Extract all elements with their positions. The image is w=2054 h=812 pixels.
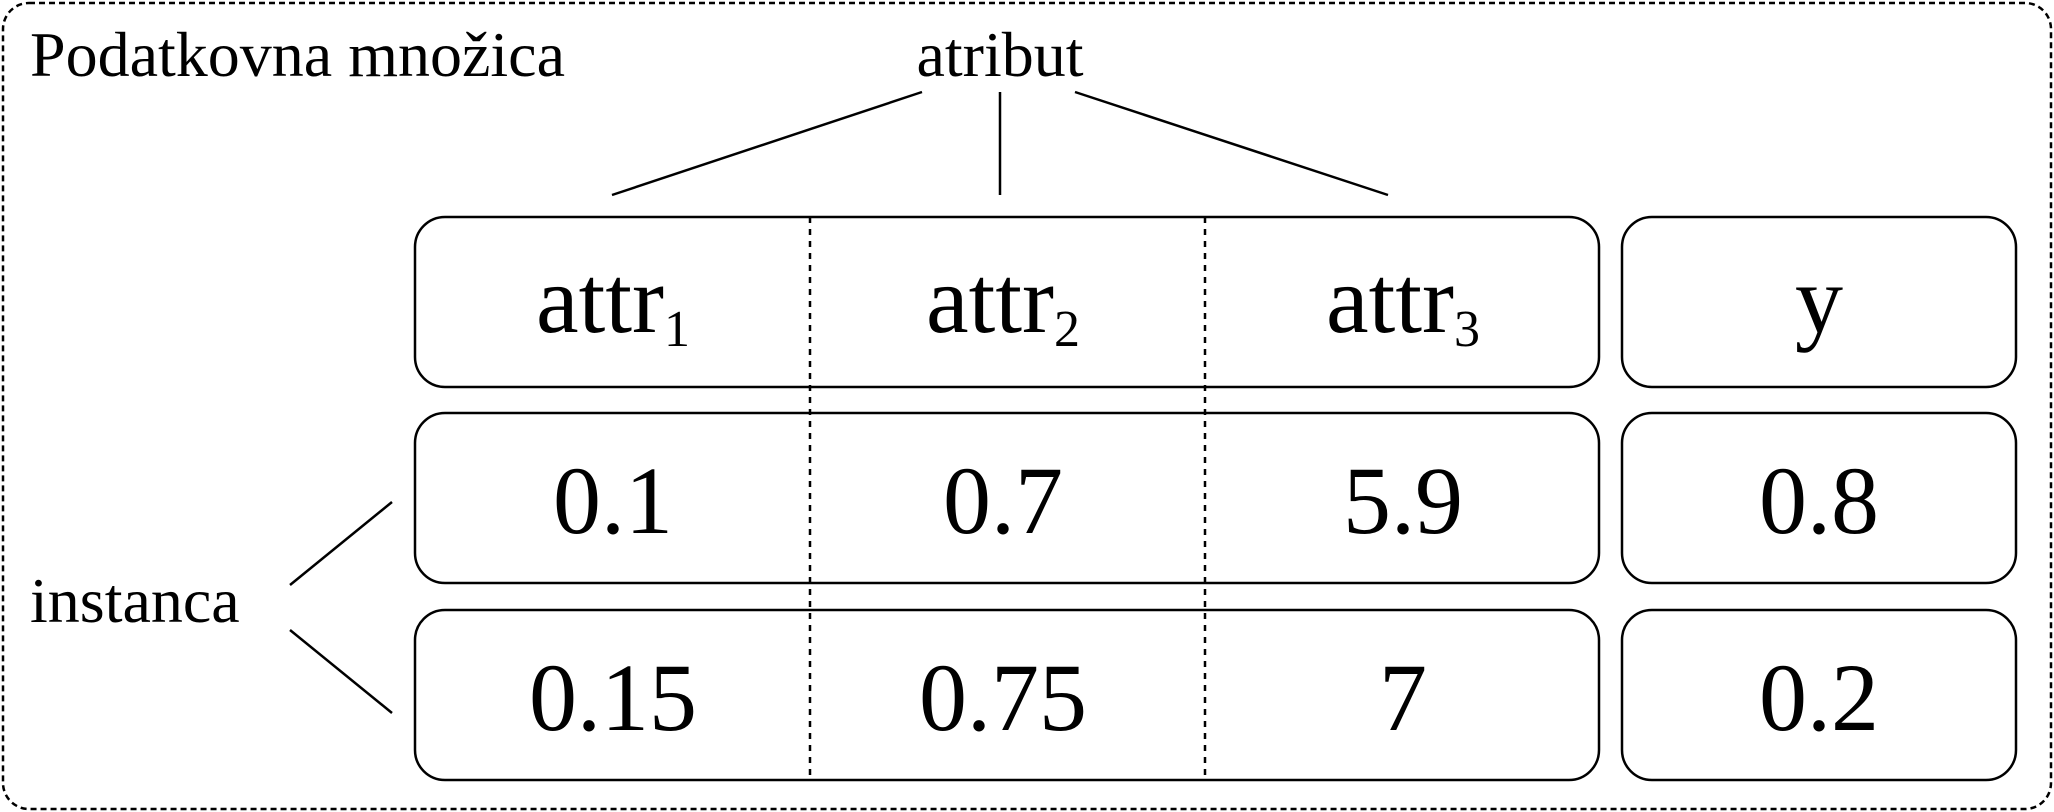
row-2-attr-2-value: 0.75 xyxy=(919,644,1087,751)
row-2-attr-1-value: 0.15 xyxy=(529,644,697,751)
instance-connector-1 xyxy=(289,501,393,586)
row-2-attrs-box xyxy=(413,608,1601,782)
attribute-label: atribut xyxy=(916,19,1083,90)
row-1-attr-3-value: 5.9 xyxy=(1343,447,1463,554)
attr-header-1-name: attr xyxy=(536,246,664,353)
attr-header-2-name: attr xyxy=(926,246,1054,353)
row-1-target-value: 0.8 xyxy=(1759,447,1879,554)
row-1-attrs-box xyxy=(413,411,1601,585)
attr-header-1-sub: 1 xyxy=(664,301,690,358)
dataset-title: Podatkovna množica xyxy=(30,19,565,90)
row-1-attr-2-value: 0.7 xyxy=(943,447,1063,554)
attribute-connector-1 xyxy=(611,90,923,197)
attr-header-3-name: attr xyxy=(1326,246,1454,353)
target-header: y xyxy=(1795,246,1843,353)
row-1-attr-1-value: 0.1 xyxy=(553,447,673,554)
row-2-target-value: 0.2 xyxy=(1759,644,1879,751)
attr-header-3: attr3 xyxy=(1326,246,1480,358)
instance-label: instanca xyxy=(30,565,240,636)
instance-connector-2 xyxy=(289,629,393,714)
attr-header-2-sub: 2 xyxy=(1054,301,1080,358)
attr-header-3-sub: 3 xyxy=(1454,301,1480,358)
attr-header-2: attr2 xyxy=(926,246,1080,358)
row-2-target-box xyxy=(1620,608,2018,782)
row-2-attr-3-value: 7 xyxy=(1379,644,1427,751)
attr-header-1: attr1 xyxy=(536,246,690,358)
header-target-box xyxy=(1620,215,2018,389)
header-attrs-box xyxy=(413,215,1601,389)
row-1-target-box xyxy=(1620,411,2018,585)
attribute-connector-3 xyxy=(1074,90,1389,197)
